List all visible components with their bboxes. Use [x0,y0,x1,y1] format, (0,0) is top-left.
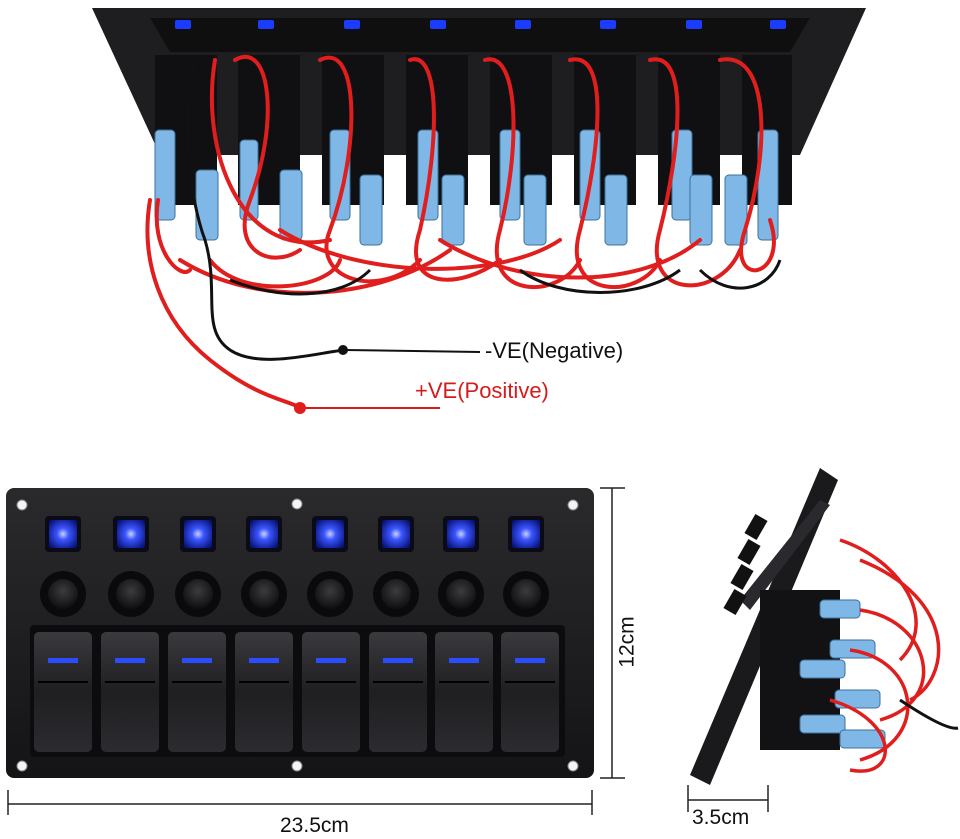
back-view [92,8,866,414]
side-view [687,468,959,812]
positive-label: +VE(Positive) [415,378,549,403]
led-indicators [45,516,544,552]
black-wires [186,59,782,361]
top-indicators [175,20,786,29]
negative-lead-line [344,349,481,353]
mounting-holes [16,498,579,772]
breaker-knobs [40,571,549,617]
height-dimension-line [600,487,625,779]
height-label: 12cm [615,616,639,668]
positive-lead-dot [294,402,306,414]
depth-dimension-line [687,785,769,812]
negative-lead-dot [338,345,348,355]
depth-label: 3.5cm [692,806,750,829]
side-red-wires [829,538,941,773]
width-label: 23.5cm [280,814,349,837]
rocker-switches [34,632,559,752]
negative-label: -VE(Negative) [485,338,624,363]
width-dimension-line [7,790,593,815]
red-wires [145,55,776,410]
front-view [6,487,625,815]
